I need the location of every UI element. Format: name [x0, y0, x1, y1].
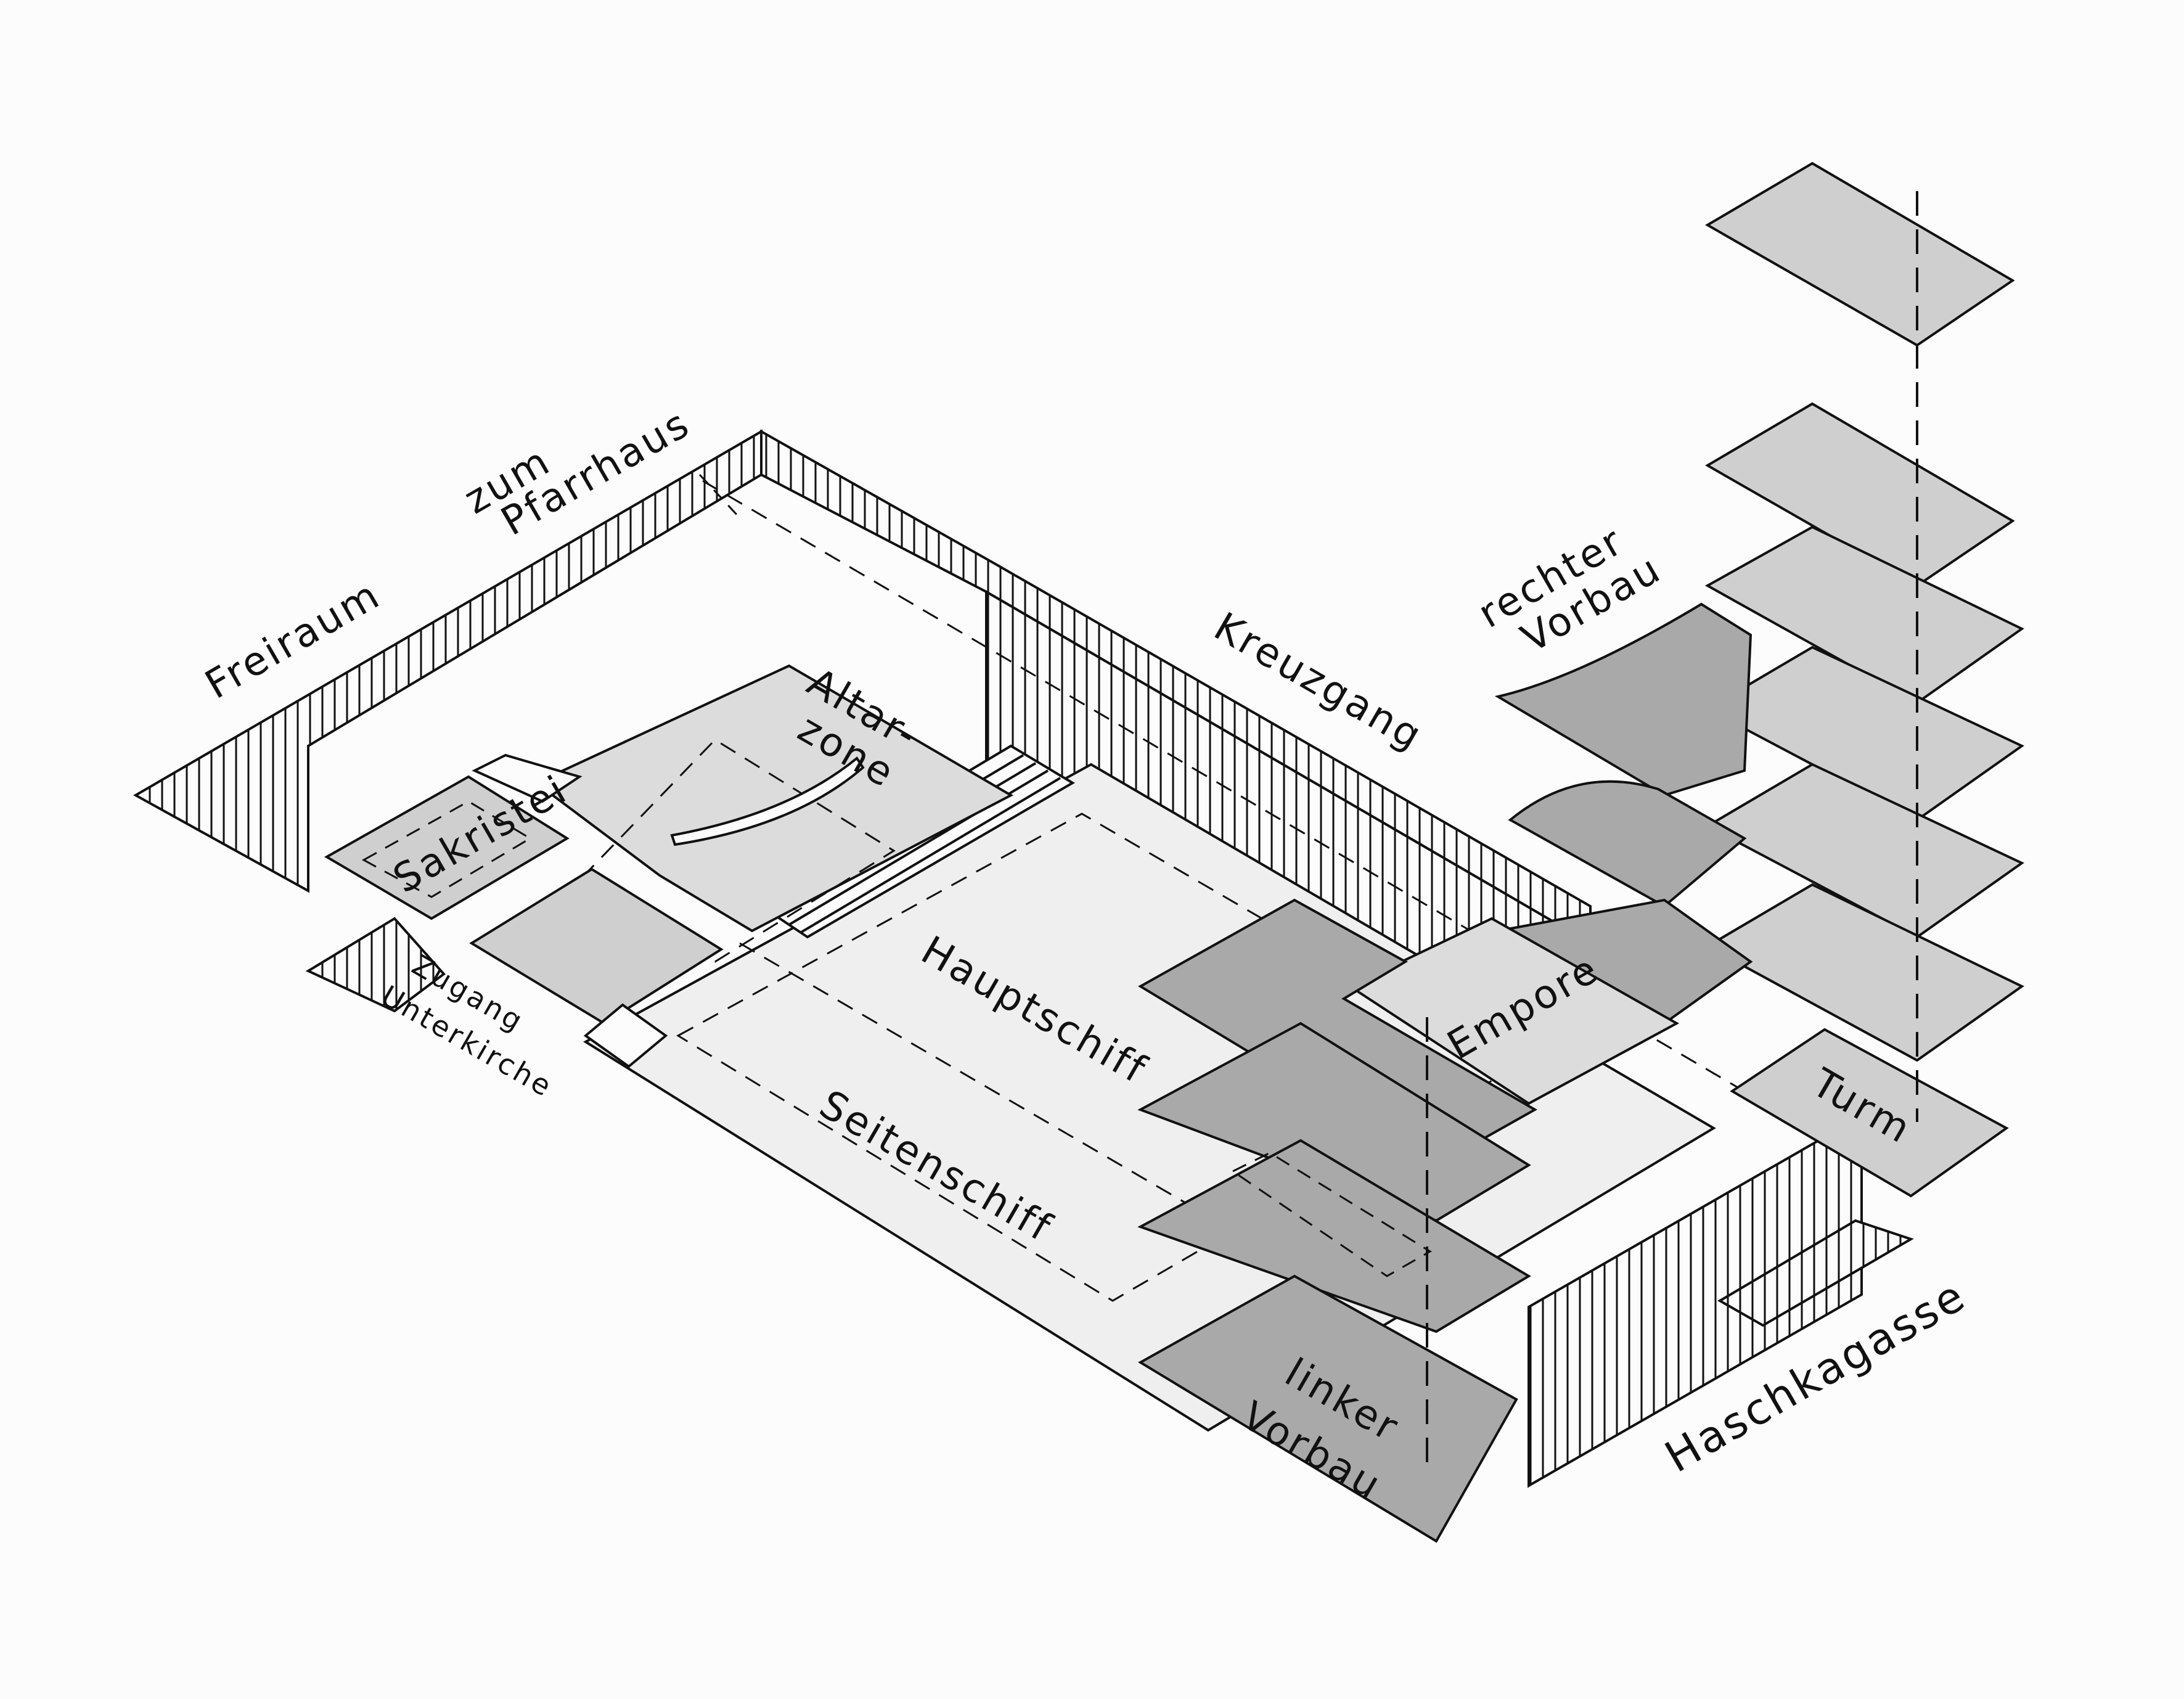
altar-zone-plate — [534, 664, 1014, 933]
stair-block-top — [472, 753, 583, 803]
vorbau-left-plate-4 — [1138, 1274, 1518, 1543]
vorbau-left — [1137, 898, 1538, 1543]
walls — [133, 429, 1914, 1488]
dashed-diag-1 — [698, 473, 741, 519]
plate-turm — [1730, 1028, 2009, 1198]
zugang-plate — [469, 867, 724, 1025]
kreuzgang-dashed-line — [702, 480, 1850, 1154]
sakristei-dashed — [361, 800, 532, 898]
plate-6 — [1704, 883, 2024, 1062]
vorbau-left-dashed — [1231, 1152, 1432, 1277]
nave-dashed-centerline — [739, 942, 1227, 1228]
vorbau-right-plate-2 — [1508, 780, 1747, 908]
plate-top — [1705, 162, 2015, 347]
vorbau-left-plate-3 — [1137, 1139, 1531, 1333]
plates-stack — [1704, 162, 2024, 1198]
wall-zugang — [305, 917, 446, 1013]
empore-group — [1347, 917, 1680, 1105]
floor-dashed-outline — [676, 813, 1518, 1302]
sakristei-plate — [324, 775, 570, 920]
plate-5 — [1704, 763, 2024, 939]
altar-curved-step — [670, 756, 865, 846]
sakristei-group — [324, 753, 724, 1068]
empore-plate — [1347, 917, 1680, 1105]
zugang-steps — [583, 1003, 668, 1068]
vorbau-right-plate-1 — [1494, 602, 1753, 797]
wall-freiraum-pfarrhaus — [133, 429, 763, 893]
altar-zone — [534, 664, 1014, 963]
step-line — [800, 777, 1061, 933]
altar-zone-dashed — [541, 739, 896, 963]
wall-turm-base — [1717, 1219, 1914, 1327]
vorbau-right — [1494, 602, 1753, 1025]
